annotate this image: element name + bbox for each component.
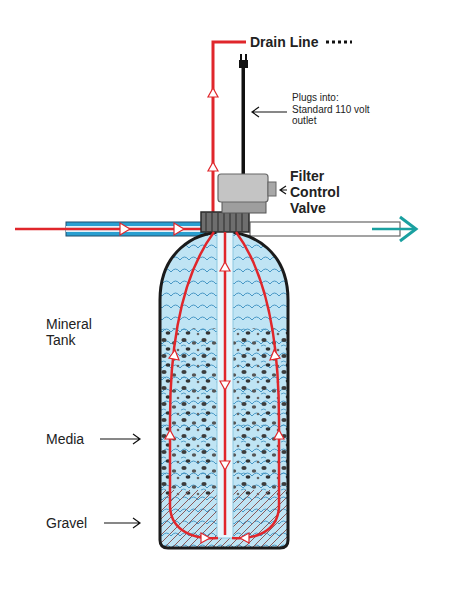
tank-label: Mineral Tank xyxy=(46,316,118,348)
gravel-label: Gravel xyxy=(46,515,87,531)
media-label: Media xyxy=(46,431,84,447)
drain-line-label: Drain Line xyxy=(250,34,318,50)
plug-note: Plugs into: Standard 110 volt outlet xyxy=(292,92,370,127)
valve-label: Filter Control Valve xyxy=(290,168,354,216)
